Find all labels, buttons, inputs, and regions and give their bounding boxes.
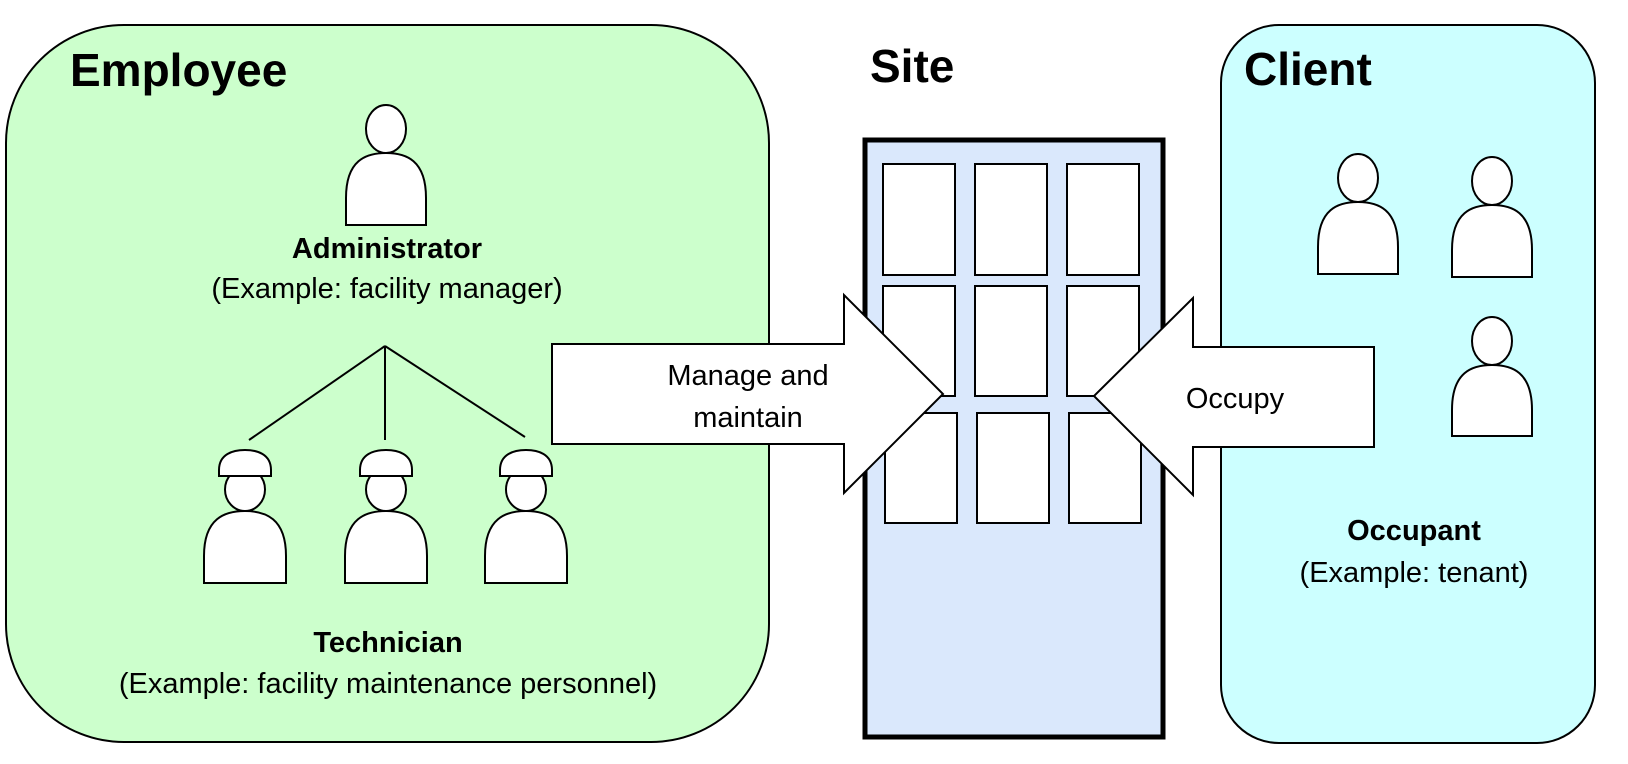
occupant-group xyxy=(1317,153,1533,437)
manage-maintain-arrow: Manage and maintain xyxy=(551,292,945,496)
administrator-example: (Example: facility manager) xyxy=(211,273,562,305)
hierarchy-line-right xyxy=(384,345,526,438)
hierarchy-lines xyxy=(248,345,526,441)
hard-hat-icon xyxy=(359,448,413,477)
occupant-icon xyxy=(1451,316,1533,437)
technician-example: (Example: facility maintenance personnel… xyxy=(119,668,657,700)
left-arrow-shape xyxy=(1092,295,1375,498)
building-window xyxy=(974,163,1048,276)
employee-title: Employee xyxy=(70,44,287,96)
worker-body xyxy=(484,509,568,584)
manage-maintain-label-line2: maintain xyxy=(693,402,803,434)
building-windows xyxy=(882,163,1142,524)
building-window xyxy=(974,285,1048,397)
hard-hat-icon xyxy=(218,448,272,477)
employee-group: Employee Administrator (Example: facilit… xyxy=(5,24,770,743)
hard-hat-icon xyxy=(499,448,553,477)
building-window xyxy=(976,412,1050,524)
technician-icon xyxy=(203,448,287,584)
technician-icon xyxy=(484,448,568,584)
administrator-label: Administrator xyxy=(292,233,482,265)
worker-body xyxy=(344,509,428,584)
site-group: Site xyxy=(862,40,1166,740)
person-head xyxy=(1471,316,1513,366)
occupant-icon xyxy=(1451,156,1533,278)
technician-label: Technician xyxy=(313,627,462,659)
occupant-icon xyxy=(1317,153,1399,275)
building-window xyxy=(1066,163,1140,276)
client-title: Client xyxy=(1244,43,1372,95)
person-body xyxy=(1451,363,1533,437)
client-group: Client Occupant (Example: tenant) xyxy=(1220,24,1596,744)
administrator-icon xyxy=(345,104,427,226)
building-window xyxy=(882,163,956,276)
occupant-label: Occupant xyxy=(1347,515,1481,547)
person-head xyxy=(1471,156,1513,206)
worker-body xyxy=(203,509,287,584)
person-body xyxy=(1317,200,1399,275)
technician-group xyxy=(203,448,568,584)
person-head xyxy=(1337,153,1379,203)
right-arrow-shape xyxy=(551,292,945,496)
technician-icon xyxy=(344,448,428,584)
manage-maintain-label-line1: Manage and xyxy=(667,360,828,392)
occupy-label: Occupy xyxy=(1186,383,1285,415)
occupy-arrow: Occupy xyxy=(1092,295,1375,498)
occupant-example: (Example: tenant) xyxy=(1300,557,1529,589)
person-body xyxy=(1451,203,1533,278)
hierarchy-line-left xyxy=(248,345,386,441)
site-title: Site xyxy=(870,40,954,92)
